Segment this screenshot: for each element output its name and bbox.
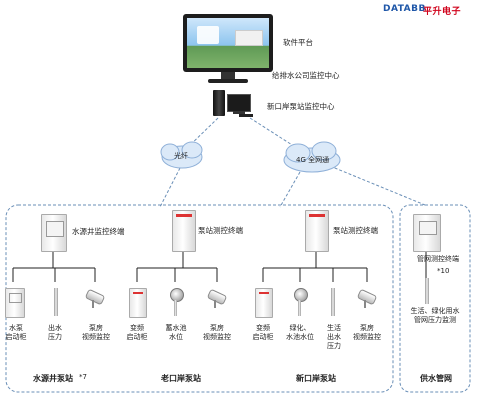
well-device-2-label: 出水 压力: [48, 324, 62, 341]
pipe-network-footer: 供水管网: [420, 374, 452, 383]
vfd-cabinet-icon: [255, 288, 273, 318]
brand-logo: DATABB: [383, 4, 426, 14]
old-station-footer: 老口岸泵站: [161, 374, 201, 383]
pipe-pressure-sensor-icon: [421, 278, 433, 304]
pipe-group-border: [399, 204, 471, 393]
new-station-footer: 新口岸泵站: [296, 374, 336, 383]
video-camera-icon: [206, 288, 228, 308]
pump-start-cabinet-icon: [5, 288, 25, 318]
4g-to-pipe-line: [329, 165, 426, 206]
video-camera-icon: [356, 288, 378, 308]
pipe-terminal-label: 管网测控终端: [417, 255, 459, 263]
company-center-label: 给排水公司监控中心: [272, 71, 340, 80]
new-device-3-label: 生活 出水 压力: [327, 324, 341, 350]
well-station-footer-note: *7: [79, 373, 87, 381]
4g-label: 4G 全网通: [296, 156, 330, 164]
old-device-1-label: 变频 启动柜: [126, 324, 148, 341]
vfd-cabinet-icon: [129, 288, 147, 318]
new-device-1-label: 变频 启动柜: [252, 324, 274, 341]
level-sensor-icon: [293, 288, 308, 316]
pipe-device-label: 生活、绿化用水 管网压力监测: [410, 307, 460, 324]
well-device-3-label: 泵房 视频监控: [82, 324, 110, 341]
server-computer-icon: [213, 88, 253, 118]
new-device-4-label: 泵房 视频监控: [353, 324, 381, 341]
well-terminal-cabinet: [41, 214, 67, 252]
pressure-sensor-icon: [50, 288, 62, 316]
well-station-footer: 水源井泵站: [33, 374, 73, 383]
new-terminal-cabinet: [305, 210, 329, 252]
well-device-1-label: 水泵 启动柜: [5, 324, 27, 341]
level-sensor-icon: [169, 288, 184, 316]
pipe-terminal-note: *10: [437, 267, 450, 275]
well-terminal-label: 水源井监控终端: [72, 227, 125, 236]
new-device-2-label: 绿化、 水池水位: [286, 324, 314, 341]
fiber-cloud: [160, 141, 203, 169]
server-to-fiber-line: [184, 117, 219, 151]
fiber-to-stations-line: [159, 167, 181, 208]
pump-center-label: 新口岸泵站监控中心: [267, 102, 335, 111]
old-device-2-label: 蓄水池 水位: [165, 324, 187, 341]
new-terminal-label: 泵站测控终端: [333, 226, 378, 235]
4g-to-stations-line: [279, 171, 301, 208]
brand-name: 平升电子: [423, 7, 462, 17]
video-camera-icon: [84, 288, 106, 308]
old-device-3-label: 泵房 视频监控: [203, 324, 231, 341]
fiber-label: 光纤: [174, 152, 188, 160]
pipe-terminal-cabinet: [413, 214, 441, 252]
old-terminal-label: 泵站测控终端: [198, 226, 243, 235]
software-platform-label: 软件平台: [283, 38, 313, 47]
old-terminal-cabinet: [172, 210, 196, 252]
pressure-sensor-icon: [327, 288, 339, 316]
software-monitor-icon: [183, 14, 273, 84]
4g-cloud: [283, 141, 341, 173]
